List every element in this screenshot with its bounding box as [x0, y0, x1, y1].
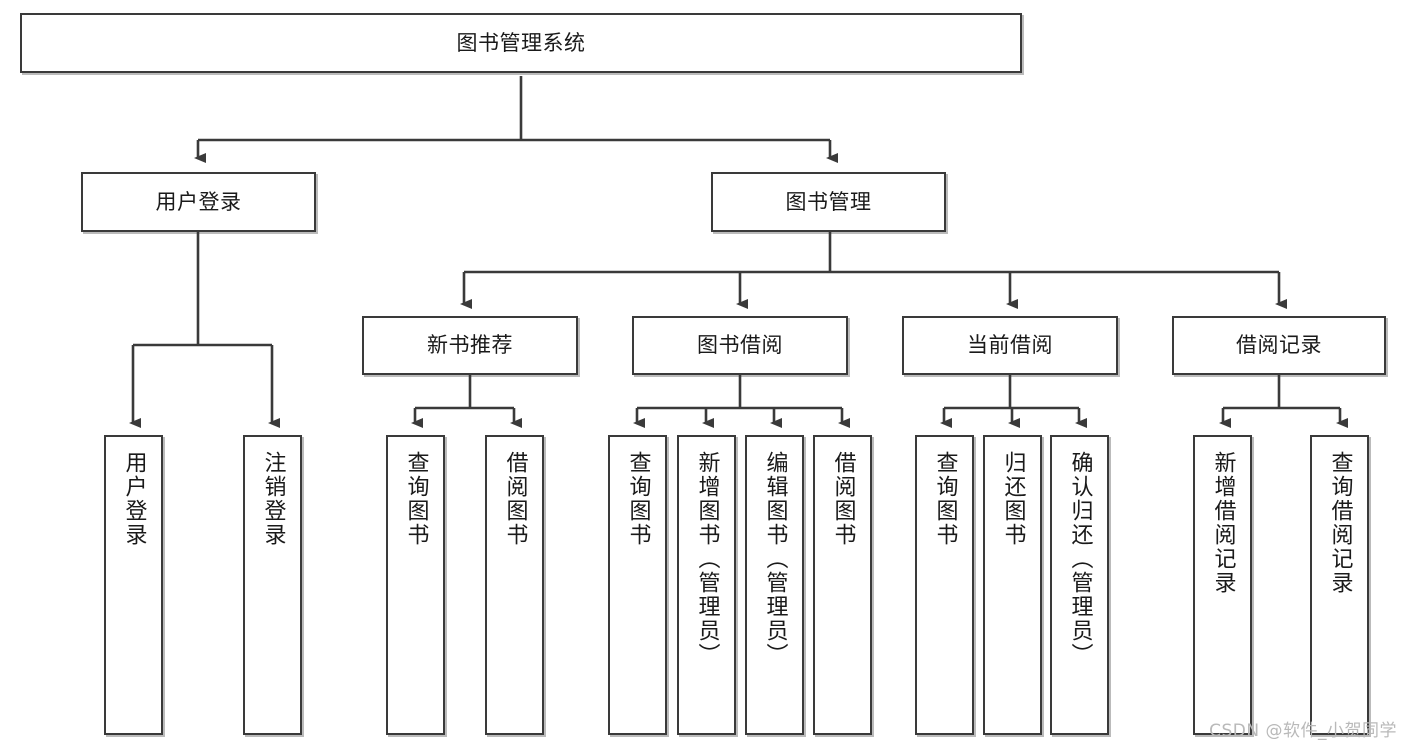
node-current-borrow[interactable]: 当前借阅	[902, 316, 1118, 375]
node-borrow-records-label: 借阅记录	[1236, 333, 1322, 358]
leaf-records-add-record-label: 新增借阅记录	[1210, 451, 1236, 595]
node-book-management[interactable]: 图书管理	[711, 172, 946, 232]
leaf-recommend-borrow-book[interactable]: 借阅图书	[485, 435, 544, 735]
node-user-login-label: 用户登录	[155, 189, 242, 214]
leaf-user-login-signin[interactable]: 用户登录	[104, 435, 163, 735]
node-root-system[interactable]: 图书管理系统	[20, 13, 1022, 73]
node-user-login[interactable]: 用户登录	[81, 172, 316, 232]
node-current-borrow-label: 当前借阅	[967, 333, 1053, 358]
leaf-current-query-book[interactable]: 查询图书	[915, 435, 974, 735]
leaf-recommend-query-book-label: 查询图书	[403, 451, 429, 547]
leaf-user-login-signout-label: 注销登录	[260, 451, 286, 547]
leaf-borrow-add-book-label: 新增图书（管理员）	[694, 451, 720, 667]
leaf-borrow-borrow-book[interactable]: 借阅图书	[813, 435, 872, 735]
leaf-borrow-edit-book-label: 编辑图书（管理员）	[762, 451, 788, 667]
node-book-management-label: 图书管理	[785, 189, 872, 214]
leaf-recommend-query-book[interactable]: 查询图书	[386, 435, 445, 735]
leaf-current-confirm-return[interactable]: 确认归还（管理员）	[1050, 435, 1109, 735]
leaf-records-query-record-label: 查询借阅记录	[1327, 451, 1353, 595]
node-new-book-recommend[interactable]: 新书推荐	[362, 316, 578, 375]
leaf-recommend-borrow-book-label: 借阅图书	[502, 451, 528, 547]
leaf-borrow-query-book-label: 查询图书	[625, 451, 651, 547]
node-book-borrow[interactable]: 图书借阅	[632, 316, 848, 375]
leaf-borrow-query-book[interactable]: 查询图书	[608, 435, 667, 735]
leaf-records-add-record[interactable]: 新增借阅记录	[1193, 435, 1252, 735]
watermark-text: CSDN @软件_小贺同学	[1209, 721, 1397, 741]
leaf-current-confirm-return-label: 确认归还（管理员）	[1067, 451, 1093, 667]
node-new-book-recommend-label: 新书推荐	[427, 333, 513, 358]
leaf-user-login-signin-label: 用户登录	[121, 451, 147, 547]
leaf-borrow-add-book[interactable]: 新增图书（管理员）	[677, 435, 736, 735]
node-borrow-records[interactable]: 借阅记录	[1172, 316, 1386, 375]
leaf-current-return-book[interactable]: 归还图书	[983, 435, 1042, 735]
leaf-current-query-book-label: 查询图书	[932, 451, 958, 547]
leaf-records-query-record[interactable]: 查询借阅记录	[1310, 435, 1369, 735]
leaf-current-return-book-label: 归还图书	[1000, 451, 1026, 547]
node-book-borrow-label: 图书借阅	[697, 333, 783, 358]
leaf-borrow-edit-book[interactable]: 编辑图书（管理员）	[745, 435, 804, 735]
node-root-system-label: 图书管理系统	[456, 30, 586, 55]
leaf-borrow-borrow-book-label: 借阅图书	[830, 451, 856, 547]
leaf-user-login-signout[interactable]: 注销登录	[243, 435, 302, 735]
